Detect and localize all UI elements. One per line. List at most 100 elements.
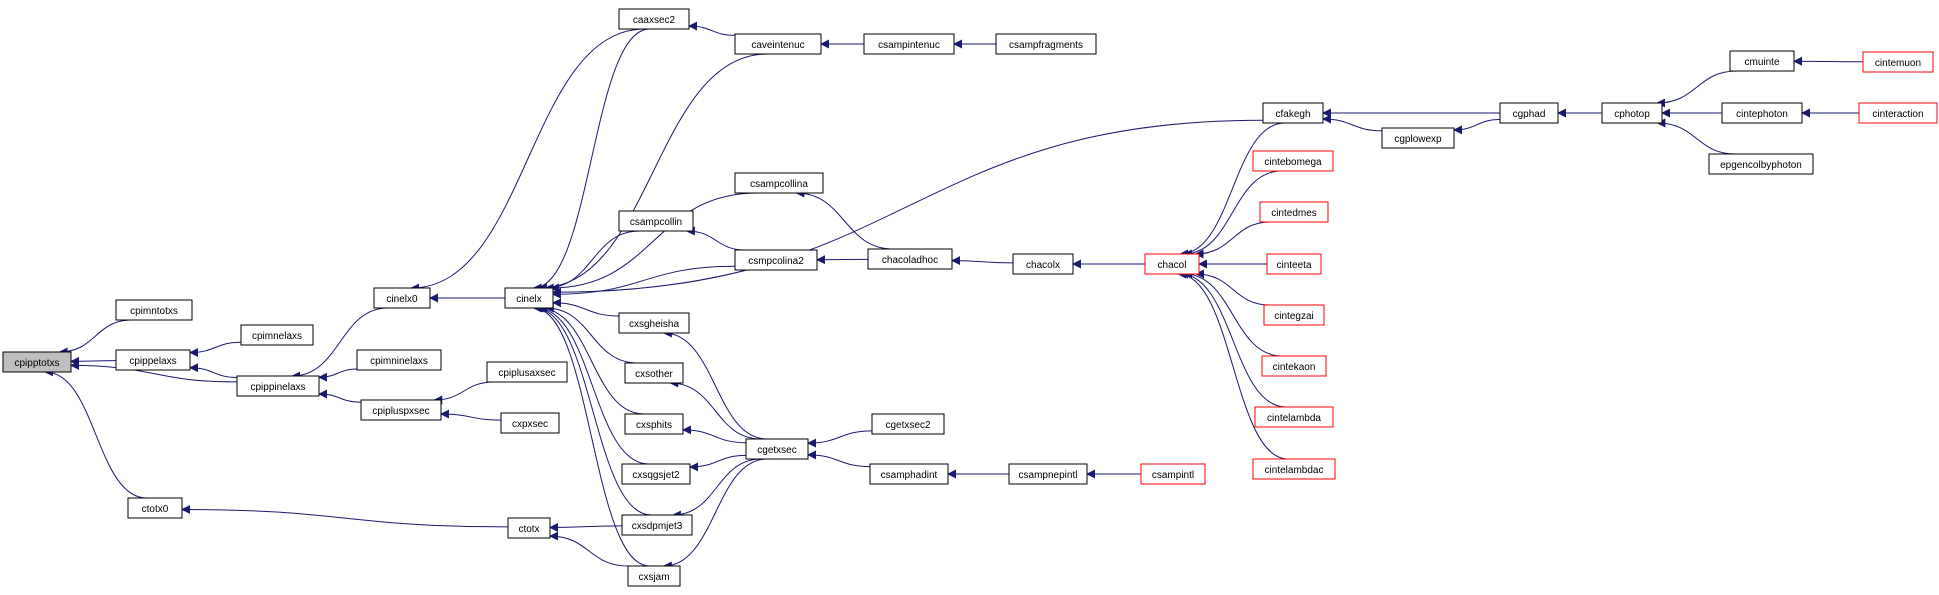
edge-line xyxy=(795,188,893,250)
edge-cxsphits-to-cgetxsec xyxy=(682,425,747,444)
edge-cinelx-to-csampcollin xyxy=(544,230,640,293)
node-label: csampcollina xyxy=(750,179,808,190)
node-cpimninelaxs[interactable]: cpimninelaxs xyxy=(356,349,442,371)
edge-cgetxsec-to-cgetxsec2 xyxy=(807,430,873,448)
edge-line xyxy=(549,523,623,533)
node-ctotx0[interactable]: ctotx0 xyxy=(127,497,183,519)
node-box xyxy=(863,33,955,55)
node-cgetxsec[interactable]: cgetxsec xyxy=(745,438,809,460)
node-cintelambda[interactable]: cintelambda xyxy=(1254,406,1334,428)
node-cxsjam[interactable]: cxsjam xyxy=(627,565,681,587)
node-chacolx[interactable]: chacolx xyxy=(1012,253,1074,275)
node-csampnepintl[interactable]: csampnepintl xyxy=(1008,463,1088,485)
node-box xyxy=(1252,150,1334,172)
node-label: cinelx0 xyxy=(386,294,418,305)
node-box xyxy=(627,565,681,587)
node-csmpcolina2[interactable]: csmpcolina2 xyxy=(734,249,818,271)
node-cintemuon[interactable]: cintemuon xyxy=(1862,51,1934,73)
node-label: cintebomega xyxy=(1264,157,1322,168)
node-caaxsec2[interactable]: caaxsec2 xyxy=(618,8,690,30)
node-cxsqgsjet2[interactable]: cxsqgsjet2 xyxy=(621,463,691,485)
edge-chacol-to-cintedmes xyxy=(1194,221,1271,259)
node-chacol[interactable]: chacol xyxy=(1144,253,1200,275)
node-cpippelaxs[interactable]: cpippelaxs xyxy=(115,349,191,371)
node-cxpxsec[interactable]: cxpxsec xyxy=(500,412,560,434)
node-cintegzai[interactable]: cintegzai xyxy=(1263,304,1325,326)
edge-line xyxy=(318,389,362,403)
edge-line xyxy=(535,303,649,465)
node-label: caaxsec2 xyxy=(633,15,676,26)
nodes-layer: cpipptotxs cpimntotxs cpippelaxs cpimnelaxs… xyxy=(2,8,1938,587)
edge-line xyxy=(662,328,768,440)
edges-layer xyxy=(44,21,1864,571)
edge-ctotx-to-cxsjam xyxy=(549,531,629,567)
node-cintekaon[interactable]: cintekaon xyxy=(1261,355,1327,377)
node-cintebomega[interactable]: cintebomega xyxy=(1252,150,1334,172)
edge-line xyxy=(433,381,494,405)
node-box xyxy=(1254,406,1334,428)
node-box xyxy=(240,324,314,346)
node-csamphadint[interactable]: csamphadint xyxy=(869,463,949,485)
node-label: cgphad xyxy=(1513,109,1546,120)
node-csampcollin[interactable]: csampcollin xyxy=(618,210,694,232)
node-cpippinelaxs[interactable]: cpippinelaxs xyxy=(236,375,320,397)
node-cinelx[interactable]: cinelx xyxy=(504,287,554,309)
edge-chacoladhoc-to-chacolx xyxy=(951,256,1014,266)
edge-line xyxy=(671,458,762,520)
node-chacoladhoc[interactable]: chacoladhoc xyxy=(867,248,953,270)
edge-cxsjam-to-cgetxsec xyxy=(662,458,768,571)
node-cpipptotxs[interactable]: cpipptotxs xyxy=(2,351,72,373)
edge-cinelx-to-cxsqgsjet2 xyxy=(535,303,649,465)
node-epgencolbyphoton[interactable]: epgencolbyphoton xyxy=(1708,153,1814,175)
node-cinelx0[interactable]: cinelx0 xyxy=(373,287,431,309)
edge-line xyxy=(189,341,242,358)
node-box xyxy=(621,514,693,536)
node-box xyxy=(500,412,560,434)
edge-line xyxy=(669,378,761,440)
node-box xyxy=(1729,50,1795,72)
edge-cfakegh-to-cgplowexp xyxy=(1322,114,1383,132)
node-cintelambdac[interactable]: cintelambdac xyxy=(1252,458,1336,480)
node-box xyxy=(734,33,822,55)
node-cxsdpmjet3[interactable]: cxsdpmjet3 xyxy=(621,514,693,536)
edge-chacol-to-cintegzai xyxy=(1195,269,1271,306)
node-cgetxsec2[interactable]: cgetxsec2 xyxy=(871,413,945,435)
node-cxsother[interactable]: cxsother xyxy=(624,362,684,384)
node-caveintenuc[interactable]: caveintenuc xyxy=(734,33,822,55)
node-box xyxy=(1601,102,1663,124)
edge-cinelx-to-cxsother xyxy=(544,303,638,364)
edge-line xyxy=(685,226,746,251)
node-csampintl[interactable]: csampintl xyxy=(1140,463,1206,485)
node-cpimnelaxs[interactable]: cpimnelaxs xyxy=(240,324,314,346)
node-cpiplusaxsec[interactable]: cpiplusaxsec xyxy=(486,361,568,383)
node-cgphad[interactable]: cgphad xyxy=(1499,102,1559,124)
node-cphotop[interactable]: cphotop xyxy=(1601,102,1663,124)
node-cxsgheisha[interactable]: cxsgheisha xyxy=(618,312,690,334)
node-csampfragments[interactable]: csampfragments xyxy=(995,33,1097,55)
node-csampintenuc[interactable]: csampintenuc xyxy=(863,33,955,55)
node-cpimntotxs[interactable]: cpimntotxs xyxy=(115,299,193,321)
node-cinteraction[interactable]: cinteraction xyxy=(1858,102,1938,124)
node-label: cinteraction xyxy=(1872,109,1923,120)
node-cxsphits[interactable]: cxsphits xyxy=(624,413,684,435)
node-cmuinte[interactable]: cmuinte xyxy=(1729,50,1795,72)
node-cintephoton[interactable]: cintephoton xyxy=(1721,102,1803,124)
node-csampcollina[interactable]: csampcollina xyxy=(734,172,824,194)
node-box xyxy=(624,362,684,384)
node-cintedmes[interactable]: cintedmes xyxy=(1259,201,1329,223)
node-label: cinelx xyxy=(516,294,542,305)
edge-cinelx0-to-caaxsec2 xyxy=(410,28,645,293)
node-box xyxy=(2,351,72,373)
node-box xyxy=(1012,253,1074,275)
edge-line xyxy=(1183,269,1283,357)
node-cfakegh[interactable]: cfakegh xyxy=(1262,102,1324,124)
node-ctotx[interactable]: ctotx xyxy=(507,517,551,539)
node-cinteeta[interactable]: cinteeta xyxy=(1266,253,1322,275)
node-box xyxy=(1381,127,1455,149)
node-cgplowexp[interactable]: cgplowexp xyxy=(1381,127,1455,149)
node-label: csampintenuc xyxy=(878,40,940,51)
node-cpipluspxsec[interactable]: cpipluspxsec xyxy=(360,399,442,421)
node-label: csamphadint xyxy=(881,470,938,481)
node-label: cintelambda xyxy=(1267,413,1321,424)
node-box xyxy=(1008,463,1088,485)
